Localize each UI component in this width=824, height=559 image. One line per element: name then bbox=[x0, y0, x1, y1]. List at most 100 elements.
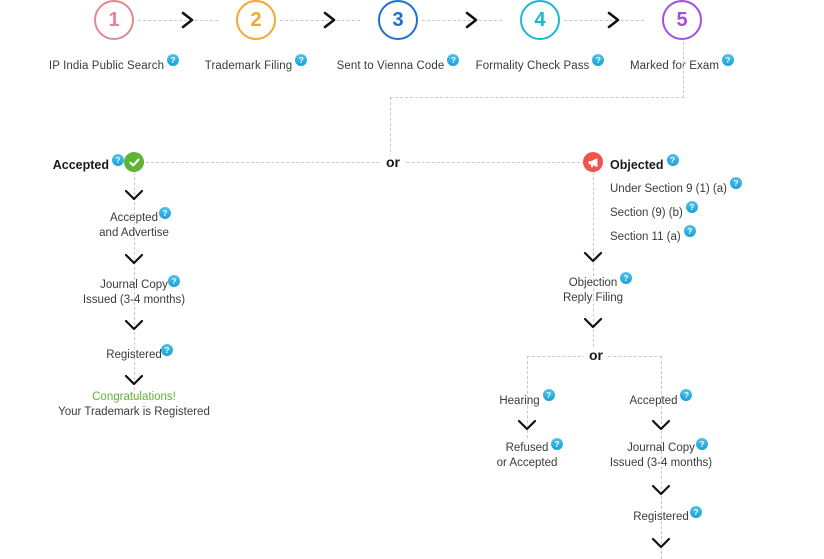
hearing-title-text: Hearing bbox=[499, 394, 540, 407]
step-label-5: Marked for Exam? bbox=[568, 54, 796, 72]
step-label-1-text: IP India Public Search bbox=[48, 59, 165, 72]
connector-bus-to-or bbox=[390, 97, 391, 157]
chevron-right-icon-3 bbox=[465, 11, 479, 29]
check-circle-icon bbox=[124, 152, 144, 172]
objected-section-3: Section 11 (a)? bbox=[610, 225, 824, 245]
hearing-column-line bbox=[527, 356, 528, 438]
chevron-right-icon-4 bbox=[607, 11, 621, 29]
step-connector-3-4 bbox=[422, 20, 502, 21]
accepted2-node-2-line-1: Registered bbox=[633, 511, 689, 523]
help-icon-refused-or-accepted[interactable]: ? bbox=[551, 438, 563, 450]
step-number-5: 5 bbox=[676, 9, 688, 31]
help-icon-journal-copy-left[interactable]: ? bbox=[168, 275, 180, 287]
help-icon-journal-copy-right[interactable]: ? bbox=[696, 438, 708, 450]
or-label-top: or bbox=[381, 155, 405, 169]
accepted-title-text: Accepted bbox=[52, 158, 109, 173]
step-label-3: Sent to Vienna Code? bbox=[284, 54, 512, 72]
step-circle-2[interactable]: 2 bbox=[236, 0, 276, 40]
objected-title-text: Objected bbox=[610, 158, 664, 173]
chevron-right-icon-2 bbox=[323, 11, 337, 29]
chevron-down-icon-a2 bbox=[123, 252, 145, 266]
connector-step5-down bbox=[683, 42, 684, 98]
chevron-right-icon-1 bbox=[181, 11, 195, 29]
chevron-down-icon-o2 bbox=[582, 316, 604, 330]
help-icon-registered-right[interactable]: ? bbox=[690, 506, 702, 518]
help-icon-step-2[interactable]: ? bbox=[295, 54, 308, 66]
accepted-node-1-line-1: Accepted bbox=[110, 212, 158, 224]
megaphone-circle-icon bbox=[583, 152, 603, 172]
chevron-down-icon-a4 bbox=[123, 373, 145, 387]
hearing-node-1-line-1: Refused bbox=[505, 442, 549, 454]
help-icon-objection-reply[interactable]: ? bbox=[620, 272, 632, 284]
objected-section-2: Section (9) (b)? bbox=[610, 201, 824, 221]
accepted2-node-1-line-2: Issued (3-4 months) bbox=[609, 457, 713, 469]
hearing-node-1: Refused or Accepted bbox=[427, 441, 627, 471]
congratulations-subline: Your Trademark is Registered bbox=[58, 406, 210, 418]
help-icon-accepted-2[interactable]: ? bbox=[680, 389, 693, 401]
step-circle-1[interactable]: 1 bbox=[94, 0, 134, 40]
help-icon-objected[interactable]: ? bbox=[666, 154, 679, 166]
step-connector-1-2 bbox=[138, 20, 218, 21]
objection-reply-line-2: Reply Filing bbox=[562, 292, 624, 304]
step-number-3: 3 bbox=[392, 9, 404, 31]
step-connector-4-5 bbox=[564, 20, 644, 21]
step-number-2: 2 bbox=[250, 9, 262, 31]
accepted2-node-1-line-1: Journal Copy bbox=[627, 442, 695, 454]
connector-top-bus bbox=[390, 97, 684, 98]
help-icon-accepted[interactable]: ? bbox=[112, 154, 124, 166]
chevron-down-icon-a3 bbox=[123, 318, 145, 332]
objection-reply-node: Objection Reply Filing bbox=[493, 276, 693, 306]
accepted-final: Congratulations! Your Trademark is Regis… bbox=[14, 390, 254, 420]
chevron-down-icon-b1 bbox=[650, 418, 672, 432]
chevron-down-icon-b3 bbox=[650, 536, 672, 550]
accepted2-title-text: Accepted bbox=[629, 394, 678, 407]
objected-section-2-text: Section (9) (b) bbox=[610, 206, 683, 219]
step-label-3-text: Sent to Vienna Code bbox=[336, 59, 445, 72]
step-label-4-text: Formality Check Pass bbox=[475, 59, 590, 72]
objected-section-1: Under Section 9 (1) (a)? bbox=[610, 177, 824, 197]
chevron-down-icon-a1 bbox=[123, 188, 145, 202]
chevron-down-icon-b2 bbox=[650, 483, 672, 497]
help-icon-hearing[interactable]: ? bbox=[542, 389, 555, 401]
objected-section-3-text: Section 11 (a) bbox=[610, 230, 681, 243]
hearing-title: Hearing? bbox=[457, 389, 597, 409]
step-label-2: Trademark Filing? bbox=[142, 54, 370, 72]
step-number-1: 1 bbox=[108, 9, 120, 31]
accepted-column-line bbox=[134, 172, 135, 390]
branch-line-accepted-objected bbox=[146, 162, 590, 163]
step-label-4: Formality Check Pass? bbox=[426, 54, 654, 72]
step-circle-5[interactable]: 5 bbox=[662, 0, 702, 40]
help-icon-step-1[interactable]: ? bbox=[167, 54, 180, 66]
step-circle-4[interactable]: 4 bbox=[520, 0, 560, 40]
accepted2-column-line bbox=[661, 356, 662, 559]
hearing-node-1-line-2: or Accepted bbox=[496, 457, 558, 469]
accepted-node-1-line-2: and Advertise bbox=[99, 227, 169, 239]
help-icon-registered-left[interactable]: ? bbox=[161, 344, 173, 356]
accepted-node-2: Journal Copy Issued (3-4 months) bbox=[34, 278, 234, 308]
accepted-node-2-line-2: Issued (3-4 months) bbox=[82, 294, 186, 306]
objected-title: Objected? bbox=[610, 154, 824, 173]
step-number-4: 4 bbox=[534, 9, 546, 31]
accepted-node-1: Accepted and Advertise bbox=[34, 211, 234, 241]
step-connector-2-3 bbox=[280, 20, 360, 21]
help-icon-step-4[interactable]: ? bbox=[592, 54, 605, 66]
accepted2-node-2: Registered bbox=[561, 510, 761, 525]
step-label-1: IP India Public Search? bbox=[0, 54, 228, 72]
help-icon-section-11-a[interactable]: ? bbox=[683, 225, 696, 237]
help-icon-step-5[interactable]: ? bbox=[722, 54, 735, 66]
accepted2-title: Accepted? bbox=[591, 389, 731, 409]
accepted-title: Accepted? bbox=[0, 154, 124, 173]
help-icon-accepted-advertise[interactable]: ? bbox=[159, 207, 171, 219]
help-icon-step-3[interactable]: ? bbox=[447, 54, 460, 66]
chevron-down-icon-h1 bbox=[516, 418, 538, 432]
step-label-5-text: Marked for Exam bbox=[629, 59, 720, 72]
accepted2-node-1: Journal Copy Issued (3-4 months) bbox=[561, 441, 761, 471]
objected-section-1-text: Under Section 9 (1) (a) bbox=[610, 182, 727, 195]
help-icon-section-9-1-a[interactable]: ? bbox=[729, 177, 742, 189]
help-icon-section-9-b[interactable]: ? bbox=[685, 201, 698, 213]
step-label-2-text: Trademark Filing bbox=[204, 59, 293, 72]
accepted-node-3: Registered bbox=[34, 348, 234, 363]
step-circle-3[interactable]: 3 bbox=[378, 0, 418, 40]
accepted-node-2-line-1: Journal Copy bbox=[100, 279, 168, 291]
